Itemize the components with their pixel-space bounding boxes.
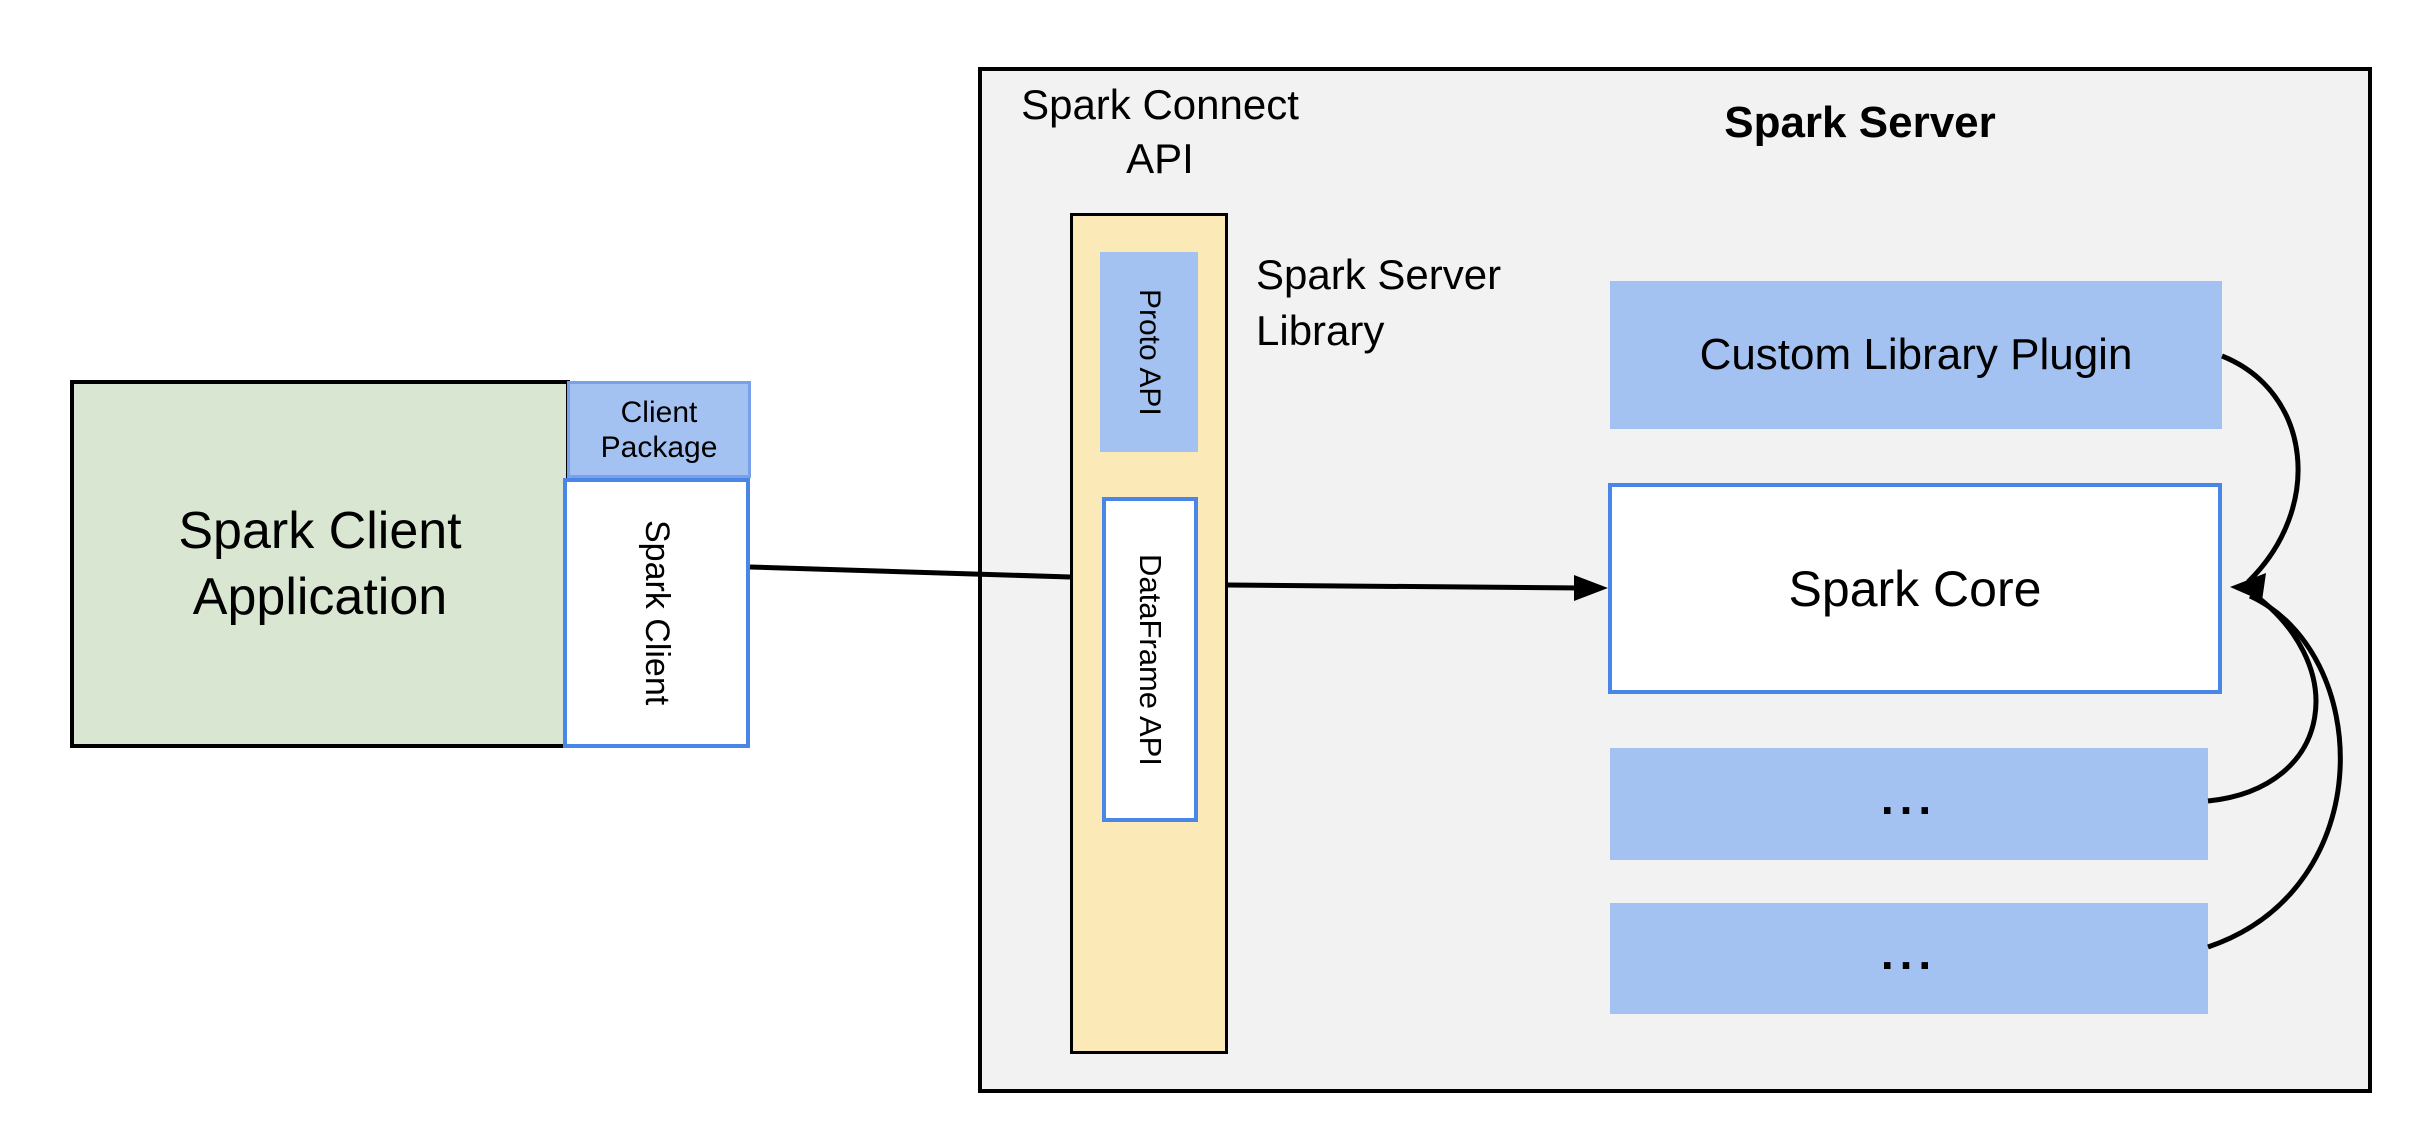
client-package-label-line1: Client xyxy=(620,395,698,429)
dataframe-api-box: DataFrame API xyxy=(1102,497,1198,822)
spark-client-label: Spark Client xyxy=(638,520,676,706)
client-package-box: Client Package xyxy=(567,381,751,478)
client-package-label: Client Package xyxy=(601,395,718,465)
custom-library-plugin-box: Custom Library Plugin xyxy=(1610,281,2222,429)
spark-client-application-label-line2: Application xyxy=(192,568,448,626)
spark-server-library-label-line2: Library xyxy=(1256,307,1385,354)
spark-server-title: Spark Server xyxy=(1724,98,1996,147)
proto-api-label: Proto API xyxy=(1133,288,1166,416)
plugin-placeholder-box-2: ... xyxy=(1610,903,2208,1014)
spark-core-box: Spark Core xyxy=(1608,483,2222,694)
spark-client-box: Spark Client xyxy=(563,478,750,748)
spark-server-library-label: Spark Server Library xyxy=(1256,247,1501,359)
spark-core-label: Spark Core xyxy=(1788,560,2042,617)
custom-library-plugin-label: Custom Library Plugin xyxy=(1699,330,2133,379)
spark-connect-api-label: Spark Connect API xyxy=(985,78,1335,186)
plugin-placeholder-box-1: ... xyxy=(1610,748,2208,860)
spark-client-application-box: Spark Client Application xyxy=(70,380,570,748)
spark-server-library-label-line1: Spark Server xyxy=(1256,251,1502,298)
spark-connect-api-label-line2: API xyxy=(1126,135,1194,182)
dataframe-api-label: DataFrame API xyxy=(1133,553,1168,766)
proto-api-box: Proto API xyxy=(1100,252,1198,452)
spark-client-application-label: Spark Client Application xyxy=(178,498,461,630)
spark-client-application-label-line1: Spark Client xyxy=(178,502,462,560)
client-package-label-line2: Package xyxy=(600,430,718,464)
spark-connect-api-label-line1: Spark Connect xyxy=(1021,81,1299,128)
